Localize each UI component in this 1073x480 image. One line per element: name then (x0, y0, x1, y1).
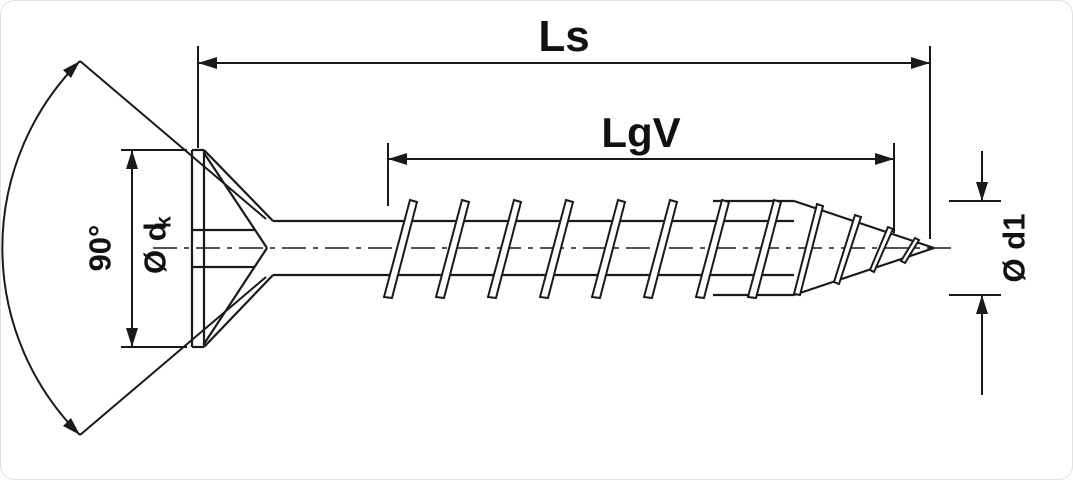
angle-arc (1, 60, 81, 436)
dimension-dk: Ø d k (121, 149, 187, 348)
angle-line-bottom (79, 276, 267, 436)
lgv-arrow-left (388, 153, 407, 165)
thread-blade (746, 198, 783, 300)
dk-arrow-top (126, 150, 138, 169)
head-inner-cone-top (203, 152, 268, 249)
d1-arrow-bottom (976, 295, 988, 314)
dimension-head-angle: 90° (1, 60, 267, 436)
lgv-arrow-right (875, 153, 894, 165)
thread-blade (590, 198, 627, 300)
angle-line-top (79, 60, 267, 220)
dk-arrow-bottom (126, 328, 138, 347)
label-head-diameter: Ø d (138, 222, 173, 274)
screw-thread (382, 198, 921, 300)
label-head-diameter-subscript: k (153, 216, 176, 228)
thread-blade (642, 198, 679, 300)
thread-blade (486, 198, 523, 300)
label-thread-diameter: Ø d1 (997, 214, 1032, 283)
thread-blade (832, 213, 863, 286)
thread-blade (899, 236, 921, 265)
dimension-d1: Ø d1 (949, 151, 1032, 395)
head-inner-cone-bottom (203, 247, 268, 345)
angle-arrow-top (63, 61, 80, 78)
ls-arrow-left (198, 57, 217, 69)
dimension-ls: Ls (197, 12, 931, 239)
thread-blade (792, 202, 825, 297)
ls-arrow-right (911, 57, 930, 69)
label-head-angle: 90° (83, 225, 118, 272)
angle-arrow-bottom (63, 418, 80, 435)
thread-blade (434, 198, 471, 300)
screw-head (190, 148, 274, 349)
screw-outline (190, 148, 935, 349)
d1-arrow-top (976, 182, 988, 201)
label-total-length: Ls (538, 12, 589, 61)
thread-blade (538, 198, 575, 300)
thread-blade (382, 198, 419, 300)
dimension-lgv: LgV (387, 109, 895, 233)
label-thread-length: LgV (601, 109, 680, 156)
thread-blade (694, 198, 731, 300)
